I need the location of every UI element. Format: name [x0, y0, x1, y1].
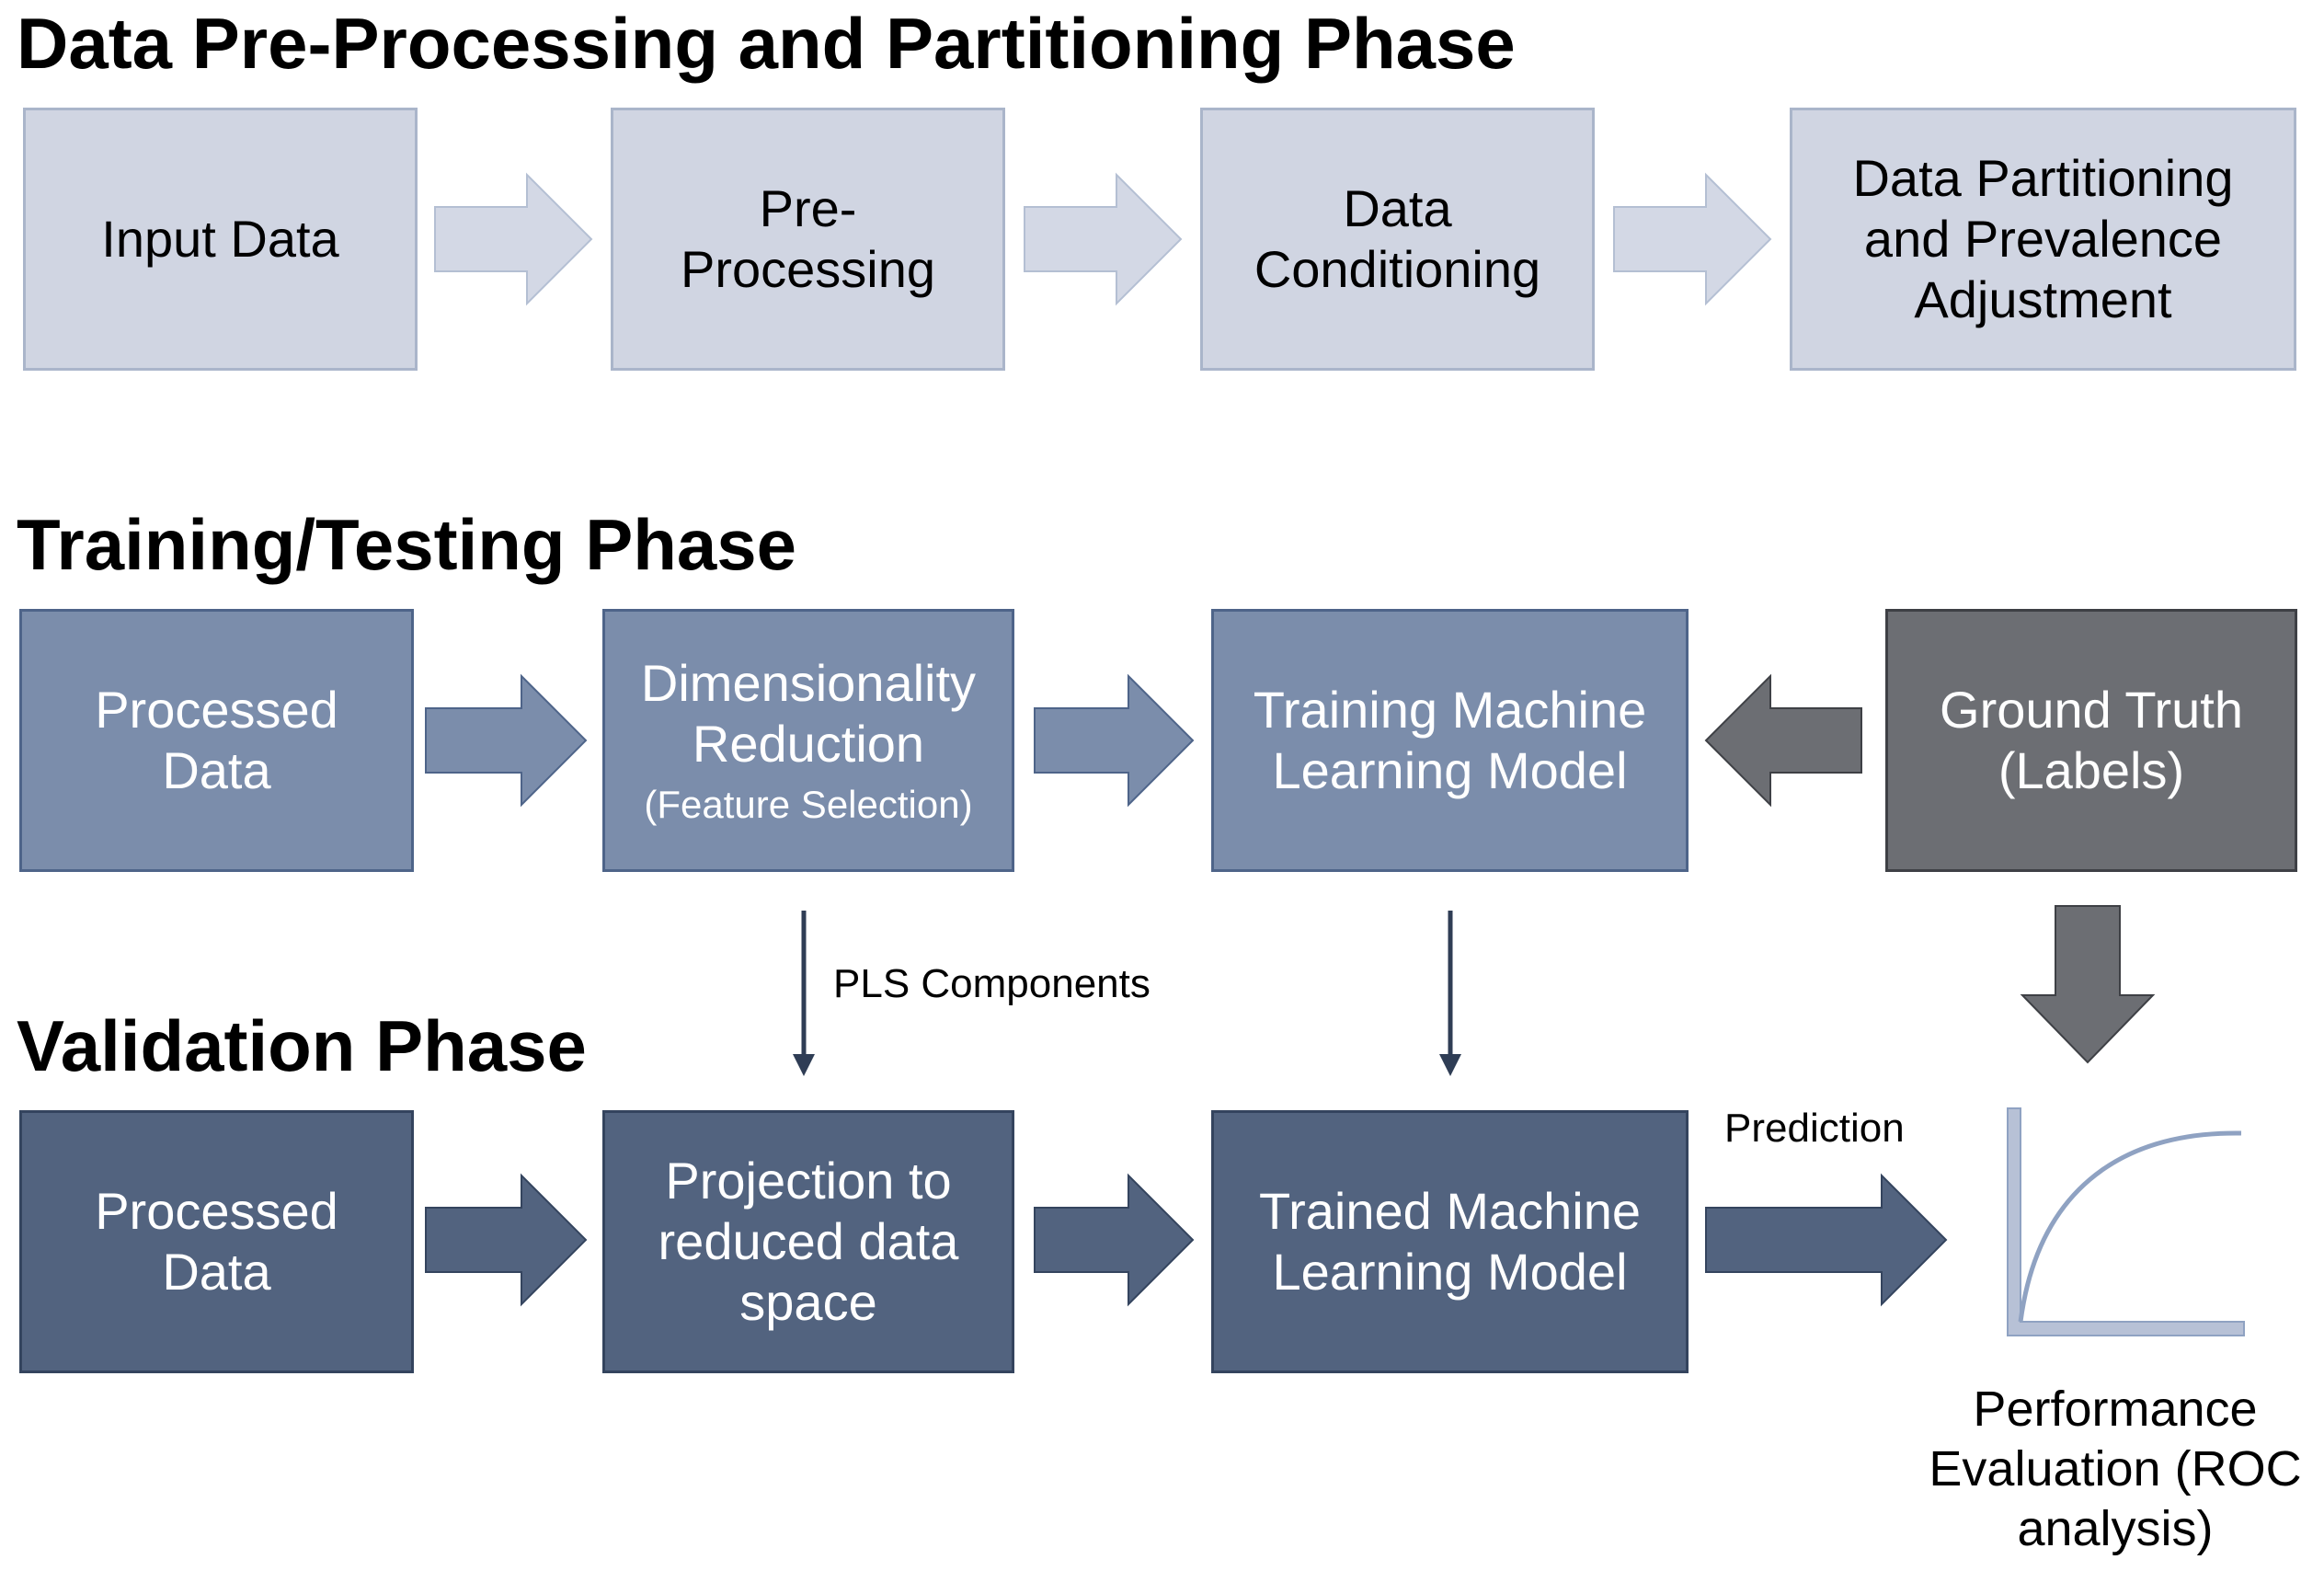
box-dim-reduction-line-2: Reduction: [692, 715, 925, 774]
box-input-data: Input Data: [23, 108, 418, 371]
arrow-projection-to-trained: [1034, 1173, 1195, 1307]
roc-curve-icon: [2018, 1130, 2242, 1323]
box-projection-line-1: Projection to: [665, 1151, 952, 1210]
box-data-conditioning-line-2: Conditioning: [1254, 240, 1541, 298]
arrow-groundtruth-to-evaluation: [2020, 905, 2156, 1064]
box-training-model-line-2: Learning Model: [1272, 741, 1628, 799]
box-training-model-line-1: Training Machine: [1253, 680, 1647, 739]
box-input-data-text: Input Data: [101, 209, 339, 268]
arrow-processed-to-dimreduction: [425, 673, 588, 808]
box-pre-processing-line-1: Pre-: [759, 178, 857, 237]
box-dimensionality-reduction: Dimensionality Reduction (Feature Select…: [602, 609, 1014, 872]
box-trained-model-line-1: Trained Machine: [1258, 1181, 1642, 1240]
box-training-model: Training Machine Learning Model: [1211, 609, 1689, 872]
label-pls-components: PLS Components: [833, 961, 1151, 1006]
box-data-partitioning-line-2: and Prevalence: [1863, 209, 2223, 268]
arrow-conditioning-to-partitioning: [1613, 172, 1772, 306]
box-data-partitioning-line-3: Adjustment: [1914, 270, 2172, 329]
label-performance-line-2: Evaluation (ROC: [1929, 1440, 2302, 1496]
box-processed-data-training-line-1: Processed: [95, 680, 338, 739]
box-dim-reduction-line-1: Dimensionality: [640, 654, 977, 713]
box-processed-data-validation-line-1: Processed: [95, 1181, 338, 1240]
box-ground-truth-line-2: (Labels): [1998, 741, 2185, 799]
arrow-preprocessing-to-conditioning: [1024, 172, 1183, 306]
arrowhead-training-to-trained: [1439, 1054, 1461, 1076]
box-processed-data-training-line-2: Data: [162, 741, 271, 799]
arrow-groundtruth-to-training: [1704, 673, 1862, 808]
heading-training-phase: Training/Testing Phase: [17, 504, 797, 585]
heading-preprocessing-phase: Data Pre-Processing and Partitioning Pha…: [17, 3, 1516, 84]
arrow-processed-to-projection: [425, 1173, 588, 1307]
box-processed-data-training: Processed Data: [19, 609, 414, 872]
box-projection: Projection to reduced data space: [602, 1110, 1014, 1373]
box-projection-line-2: reduced data: [658, 1211, 959, 1270]
box-trained-model: Trained Machine Learning Model: [1211, 1110, 1689, 1373]
arrowhead-pls-components: [793, 1054, 815, 1076]
label-performance-evaluation: Performance Evaluation (ROC analysis): [1904, 1380, 2324, 1558]
heading-validation-phase: Validation Phase: [17, 1005, 587, 1086]
label-performance-line-1: Performance: [1973, 1382, 2258, 1437]
label-performance-line-3: analysis): [2017, 1500, 2214, 1556]
box-pre-processing: Pre- Processing: [611, 108, 1005, 371]
box-pre-processing-line-2: Processing: [680, 240, 936, 298]
box-processed-data-validation: Processed Data: [19, 1110, 414, 1373]
box-ground-truth-line-1: Ground Truth: [1940, 680, 2243, 739]
arrow-dimreduction-to-training: [1034, 673, 1195, 808]
box-processed-data-validation-line-2: Data: [162, 1243, 271, 1301]
arrow-prediction: [1705, 1173, 1948, 1307]
label-prediction: Prediction: [1724, 1106, 1905, 1151]
box-data-partitioning-line-1: Data Partitioning: [1852, 148, 2234, 207]
box-projection-line-3: space: [739, 1273, 877, 1332]
roc-axes-icon: [2007, 1107, 2245, 1336]
box-data-conditioning-line-1: Data: [1343, 178, 1452, 237]
box-dim-reduction-subtitle: (Feature Selection): [644, 783, 973, 827]
arrow-input-to-preprocessing: [434, 172, 593, 306]
box-data-partitioning: Data Partitioning and Prevalence Adjustm…: [1790, 108, 2296, 371]
box-ground-truth: Ground Truth (Labels): [1885, 609, 2297, 872]
box-data-conditioning: Data Conditioning: [1200, 108, 1595, 371]
box-trained-model-line-2: Learning Model: [1272, 1243, 1628, 1301]
